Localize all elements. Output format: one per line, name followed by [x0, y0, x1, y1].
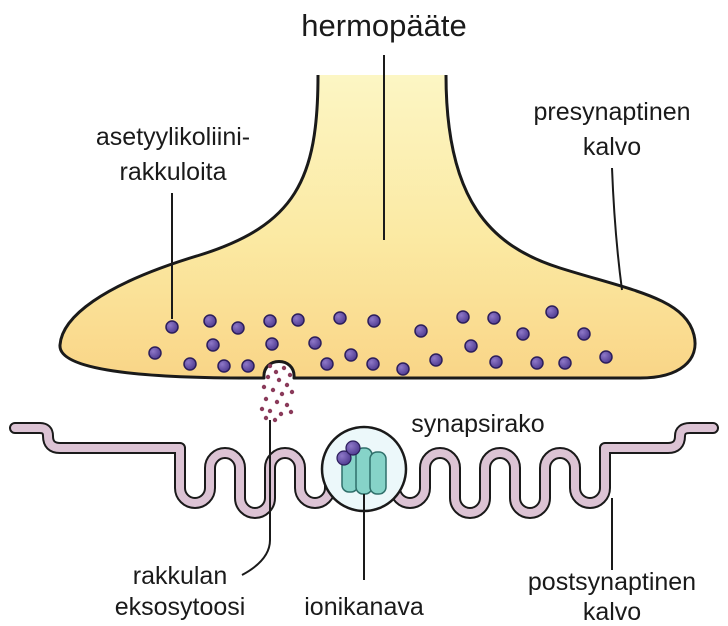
- vesicle: [368, 315, 380, 327]
- vesicle: [334, 312, 346, 324]
- vesicle: [465, 340, 477, 352]
- label-synapsirako: synapsirako: [411, 410, 544, 438]
- label-postsyn-1: postsynaptinen: [528, 568, 696, 596]
- vesicle: [292, 314, 304, 326]
- vesicle: [600, 351, 612, 363]
- vesicle: [546, 306, 558, 318]
- vesicle: [204, 315, 216, 327]
- bound-acetylcholine: [346, 441, 360, 455]
- vesicle: [242, 360, 254, 372]
- vesicle: [578, 328, 590, 340]
- label-rakkulan-2: eksosytoosi: [115, 593, 246, 621]
- vesicle: [218, 360, 230, 372]
- vesicle: [321, 358, 333, 370]
- vesicle: [488, 312, 500, 324]
- vesicle: [207, 339, 219, 351]
- vesicle: [232, 322, 244, 334]
- label-ionikanava: ionikanava: [304, 593, 424, 621]
- vesicle: [430, 354, 442, 366]
- vesicle: [559, 357, 571, 369]
- vesicle: [415, 325, 427, 337]
- vesicle: [166, 321, 178, 333]
- label-presyn-1: presynaptinen: [533, 98, 690, 126]
- vesicle: [367, 358, 379, 370]
- label-asetyyli-1: asetyylikoliini-: [96, 123, 250, 151]
- label-postsyn-2: kalvo: [583, 598, 641, 626]
- leader-presyn: [612, 168, 622, 290]
- vesicle: [490, 356, 502, 368]
- label-rakkulan-1: rakkulan: [133, 562, 228, 590]
- label-hermopaate: hermopääte: [301, 8, 466, 43]
- vesicle: [345, 349, 357, 361]
- vesicle: [184, 358, 196, 370]
- vesicle: [517, 328, 529, 340]
- vesicle: [266, 338, 278, 350]
- vesicle: [149, 347, 161, 359]
- vesicle: [457, 311, 469, 323]
- label-asetyyli-2: rakkuloita: [120, 158, 227, 186]
- vesicle: [309, 337, 321, 349]
- vesicle: [397, 363, 409, 375]
- vesicle: [531, 357, 543, 369]
- label-presyn-2: kalvo: [583, 133, 641, 161]
- vesicle: [264, 315, 276, 327]
